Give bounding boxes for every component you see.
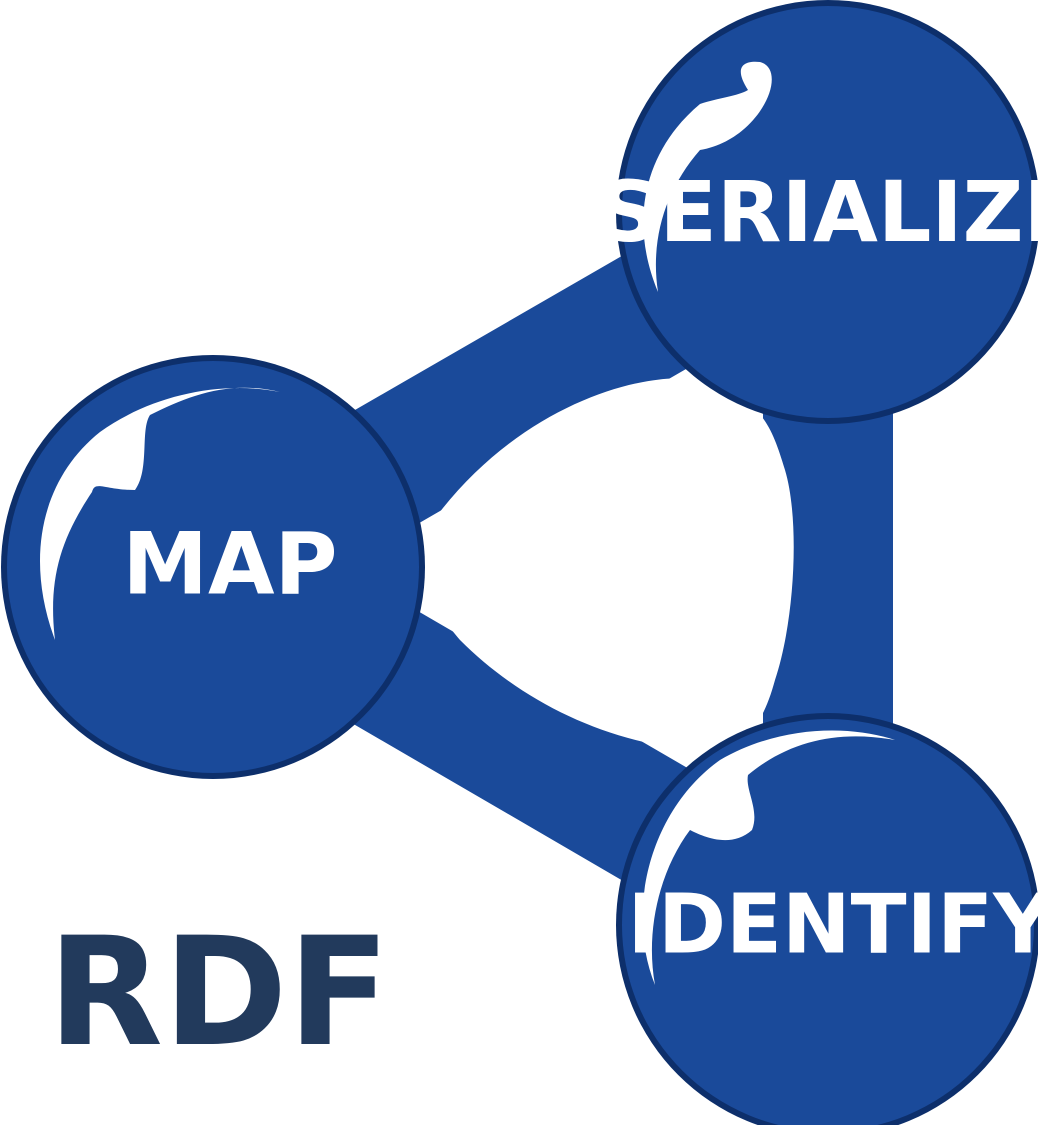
identify-node-highlight [642,730,895,985]
node-identify: IDENTIFY [616,713,1038,1125]
identify-node-label: IDENTIFY [627,877,1038,972]
headline-text: g RDF [0,906,391,1080]
triangle-center-gap [425,378,794,750]
serialize-node-highlight [643,61,772,292]
node-map: MAP [1,355,425,779]
serialize-node-label: SERIALIZE [599,163,1038,261]
node-serialize: SERIALIZE [599,0,1038,424]
map-node-highlight [40,387,280,640]
map-node-label: MAP [122,514,337,614]
